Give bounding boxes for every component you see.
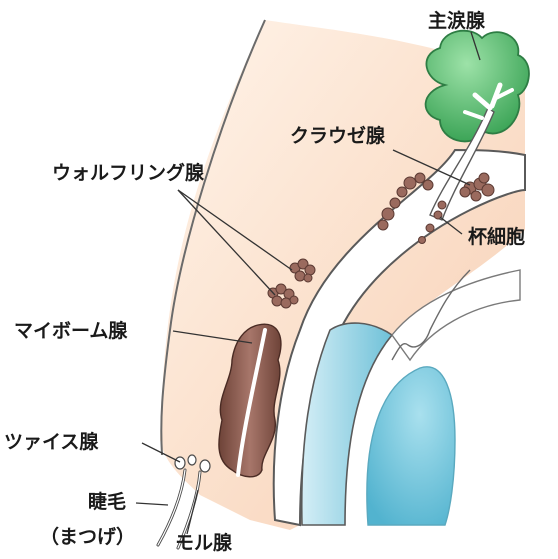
label-eyelash-kana: （まつげ）	[40, 528, 135, 547]
label-goblet-cells: 杯細胞	[468, 228, 525, 247]
label-meibomian-gland: マイボーム腺	[14, 322, 127, 341]
label-wolfring-gland: ウォルフリング腺	[52, 164, 204, 183]
label-zeis-gland: ツァイス腺	[4, 433, 98, 452]
lens	[367, 367, 455, 525]
label-krause-gland: クラウゼ腺	[290, 127, 385, 146]
label-main-lacrimal-gland: 主涙腺	[428, 12, 485, 31]
label-eyelash: 睫毛	[88, 493, 126, 512]
label-moll-gland: モル腺	[175, 534, 232, 553]
